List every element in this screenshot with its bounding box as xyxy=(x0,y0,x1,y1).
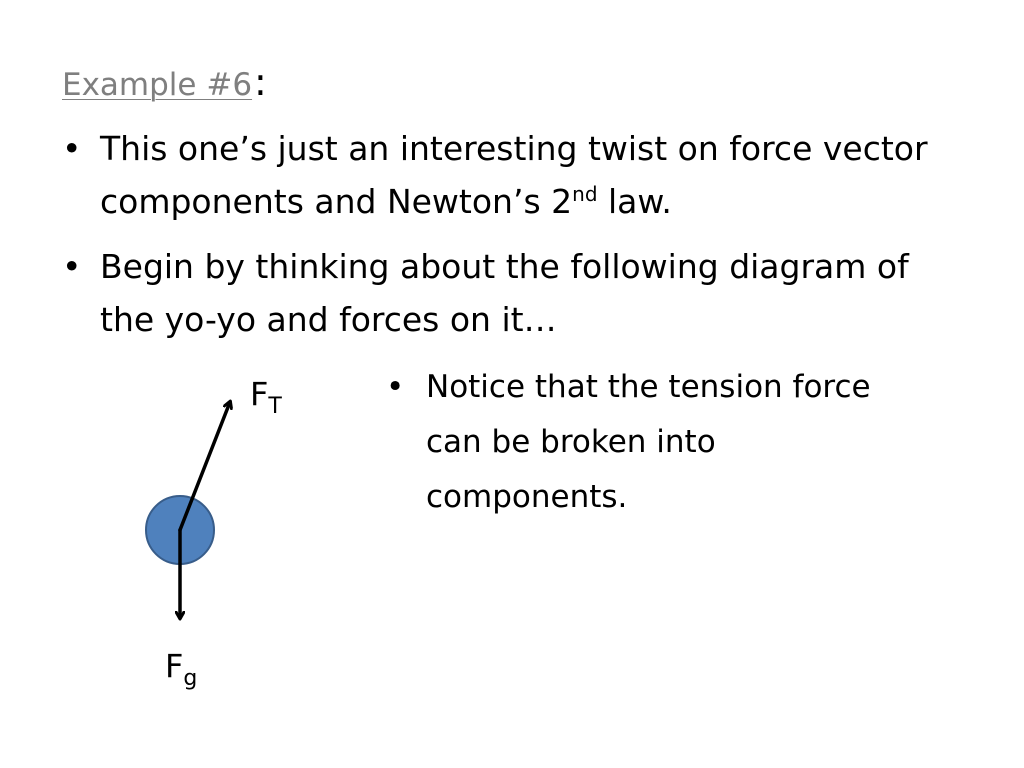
note-list: • Notice that the tension force can be b… xyxy=(386,360,906,537)
bullet-1-end: law. xyxy=(597,182,672,221)
gravity-label-sub: g xyxy=(183,666,198,691)
tension-label-base: F xyxy=(250,375,269,413)
tension-label-sub: T xyxy=(268,394,282,419)
bullet-2-text: Begin by thinking about the following di… xyxy=(100,247,909,339)
bullet-list: • This one’s just an interesting twist o… xyxy=(62,122,962,358)
note-text: Notice that the tension force can be bro… xyxy=(426,369,871,515)
bullet-dot-icon: • xyxy=(386,369,405,405)
gravity-force-label: Fg xyxy=(165,647,197,690)
bullet-dot-icon: • xyxy=(62,129,82,168)
bullet-1-text: This one’s just an interesting twist on … xyxy=(100,129,928,221)
note-item: • Notice that the tension force can be b… xyxy=(386,360,906,525)
bullet-item-1: • This one’s just an interesting twist o… xyxy=(62,122,962,228)
bullet-dot-icon: • xyxy=(62,247,82,286)
tension-force-label: FT xyxy=(250,375,282,418)
gravity-label-base: F xyxy=(165,647,184,685)
slide-title: Example #6: xyxy=(62,60,267,107)
tension-arrow xyxy=(178,402,230,532)
bullet-item-2: • Begin by thinking about the following … xyxy=(62,240,962,346)
title-colon: : xyxy=(254,60,267,104)
title-text: Example #6 xyxy=(62,67,253,103)
bullet-1-superscript: nd xyxy=(572,182,598,206)
